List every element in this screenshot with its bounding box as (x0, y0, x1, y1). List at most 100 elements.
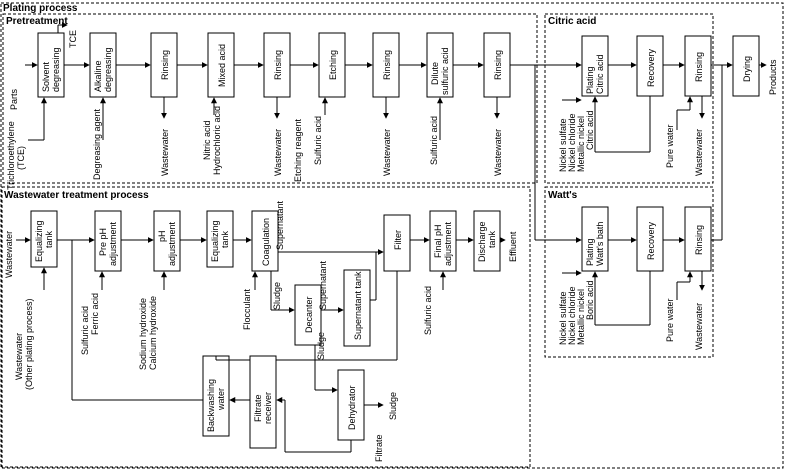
nitric-acid-label: Nitric acid (202, 120, 212, 160)
citric-recovery-box (636, 35, 664, 97)
ph-adjustment-box (153, 210, 181, 272)
filtrate-label: Filtrate (374, 434, 384, 462)
dehydrator-label: Dehydrator (347, 385, 357, 430)
drying-box (732, 35, 760, 97)
sulfuric-acid-2-label: Sulfuric acid (429, 116, 439, 165)
equalizing-tank-2-label-1: Equalizing (210, 220, 220, 262)
dilute-label-2: sulfuric acid (440, 47, 450, 95)
supernatant-tank-label: Supernatant tank (353, 271, 363, 340)
flocculant-label: Flocculant (242, 288, 252, 330)
citric-pure-water-label: Pure water (665, 124, 675, 168)
rinsing-4-label: Rinsing (493, 50, 503, 80)
sludge-1-label: Sludge (272, 282, 282, 310)
alkaline-degreasing-label-2: degreasing (103, 47, 113, 92)
pretreatment-frame (2, 13, 538, 184)
decanter-box (294, 284, 322, 346)
mixed-acid-box (207, 32, 235, 98)
parts-label: Parts (9, 88, 19, 110)
sludge-3-label: Sludge (388, 392, 398, 420)
wastewater-2-label: Wastewater (273, 129, 283, 176)
dilute-sulfuric-acid-box (426, 32, 454, 98)
citric-recovery-label: Recovery (646, 48, 656, 87)
ww-other-label-2: (Other plating process) (24, 298, 34, 390)
equalizing-tank-2-label-2: tank (220, 230, 230, 248)
ph-label-2: adjustment (167, 221, 177, 266)
ww-other-label-1: Wastewater (14, 333, 24, 380)
discharge-tank-label-1: Discharge (477, 221, 487, 262)
equalizing-tank-2-box (206, 210, 234, 268)
tce-input-label-2: (TCE) (16, 146, 26, 170)
pre-ph-label-1: Pre pH (98, 228, 108, 256)
solvent-degreasing-label-2: degreasing (51, 47, 61, 92)
watts-frame (544, 186, 714, 358)
pre-ph-adjustment-box (94, 210, 122, 272)
rinsing-2-label: Rinsing (273, 50, 283, 80)
dehydrator-box (337, 369, 365, 441)
etching-box (318, 32, 346, 98)
filtrate-receiver-label-2: receiver (263, 392, 273, 424)
solvent-degreasing-box (37, 32, 65, 98)
effluent-label: Effluent (508, 231, 518, 262)
wastewater-3-label: Wastewater (382, 129, 392, 176)
citric-acid-input-label: Citric acid (585, 110, 595, 150)
degreasing-agent-label: Degreasing agent (92, 108, 102, 180)
supernatant-1-label: Supernatant (275, 200, 285, 250)
alkaline-degreasing-label-1: Alkaline (93, 60, 103, 92)
watts-nickel-sulfate-label: Nickel sulfate (558, 291, 568, 345)
backwashing-label-1: Backwashing (206, 379, 216, 432)
equalizing-tank-1-label-2: tank (44, 230, 54, 248)
citric-rinsing-label: Rinsing (694, 52, 704, 82)
dilute-label-1: Dilute (430, 62, 440, 85)
pre-ph-label-2: adjustment (108, 221, 118, 266)
watts-pure-water-label: Pure water (665, 298, 675, 342)
citric-acid-title: Citric acid (548, 16, 596, 27)
ferric-acid-label: Ferric acid (90, 293, 100, 335)
citric-plating-box (581, 35, 609, 97)
mixed-acid-label: Mixed acid (217, 44, 227, 87)
alkaline-degreasing-box (89, 32, 117, 98)
final-ph-label-2: adjustment (443, 221, 453, 266)
tce-output-label: TCE (68, 30, 78, 48)
ww-wastewater-input-label: Wastewater (4, 231, 14, 278)
citric-rinsing-box (684, 35, 712, 97)
etching-label: Etching (328, 50, 338, 80)
watts-plating-label-1: Plating (585, 238, 595, 266)
discharge-tank-label-2: tank (487, 230, 497, 248)
watts-recovery-box (636, 206, 664, 272)
watts-nickel-chloride-label: Nickel chloride (567, 286, 577, 345)
solvent-degreasing-label-1: Solvent (41, 61, 51, 92)
citric-nickel-sulfate-label: Nickel sulfate (558, 118, 568, 172)
citric-acid-frame (544, 13, 714, 184)
filtrate-receiver-box (249, 355, 277, 449)
sulfuric-acid-1-label: Sulfuric acid (313, 116, 323, 165)
rinsing-1-box (150, 32, 178, 98)
ww-sulfuric-acid-2-label: Sulfuric acid (423, 286, 433, 335)
watts-rinsing-box (684, 206, 712, 272)
wastewater-frame (1, 186, 531, 468)
citric-metallic-nickel-label: Metallic nickel (576, 116, 586, 172)
citric-nickel-chloride-label: Nickel chloride (567, 113, 577, 172)
watts-plating-box (581, 206, 609, 272)
final-ph-label-1: Final pH (433, 224, 443, 258)
coagulation-label: Coagulation (261, 218, 271, 266)
backwashing-label-2: water (216, 388, 226, 411)
citric-plating-label-2: Citric acid (595, 54, 605, 94)
equalizing-tank-1-label-1: Equalizing (34, 220, 44, 262)
final-ph-adjustment-box (429, 210, 457, 272)
coagulation-box (251, 210, 279, 272)
backwashing-water-box (202, 355, 230, 437)
watts-wastewater-label: Wastewater (694, 303, 704, 350)
wastewater-title: Wastewater treatment process (4, 190, 149, 201)
etching-reagent-label: Etching reagent (293, 118, 303, 182)
products-label: Products (768, 59, 778, 95)
discharge-tank-box (473, 210, 501, 272)
pretreatment-title: Pretreatment (6, 16, 68, 27)
sodium-hydroxide-label: Sodium hydroxide (138, 298, 148, 370)
watts-metallic-nickel-label: Metallic nickel (576, 289, 586, 345)
rinsing-3-label: Rinsing (382, 50, 392, 80)
ph-label-1: pH (157, 230, 167, 242)
watts-title: Watt's (548, 190, 578, 201)
watts-boric-acid-label: Boric acid (585, 280, 595, 320)
